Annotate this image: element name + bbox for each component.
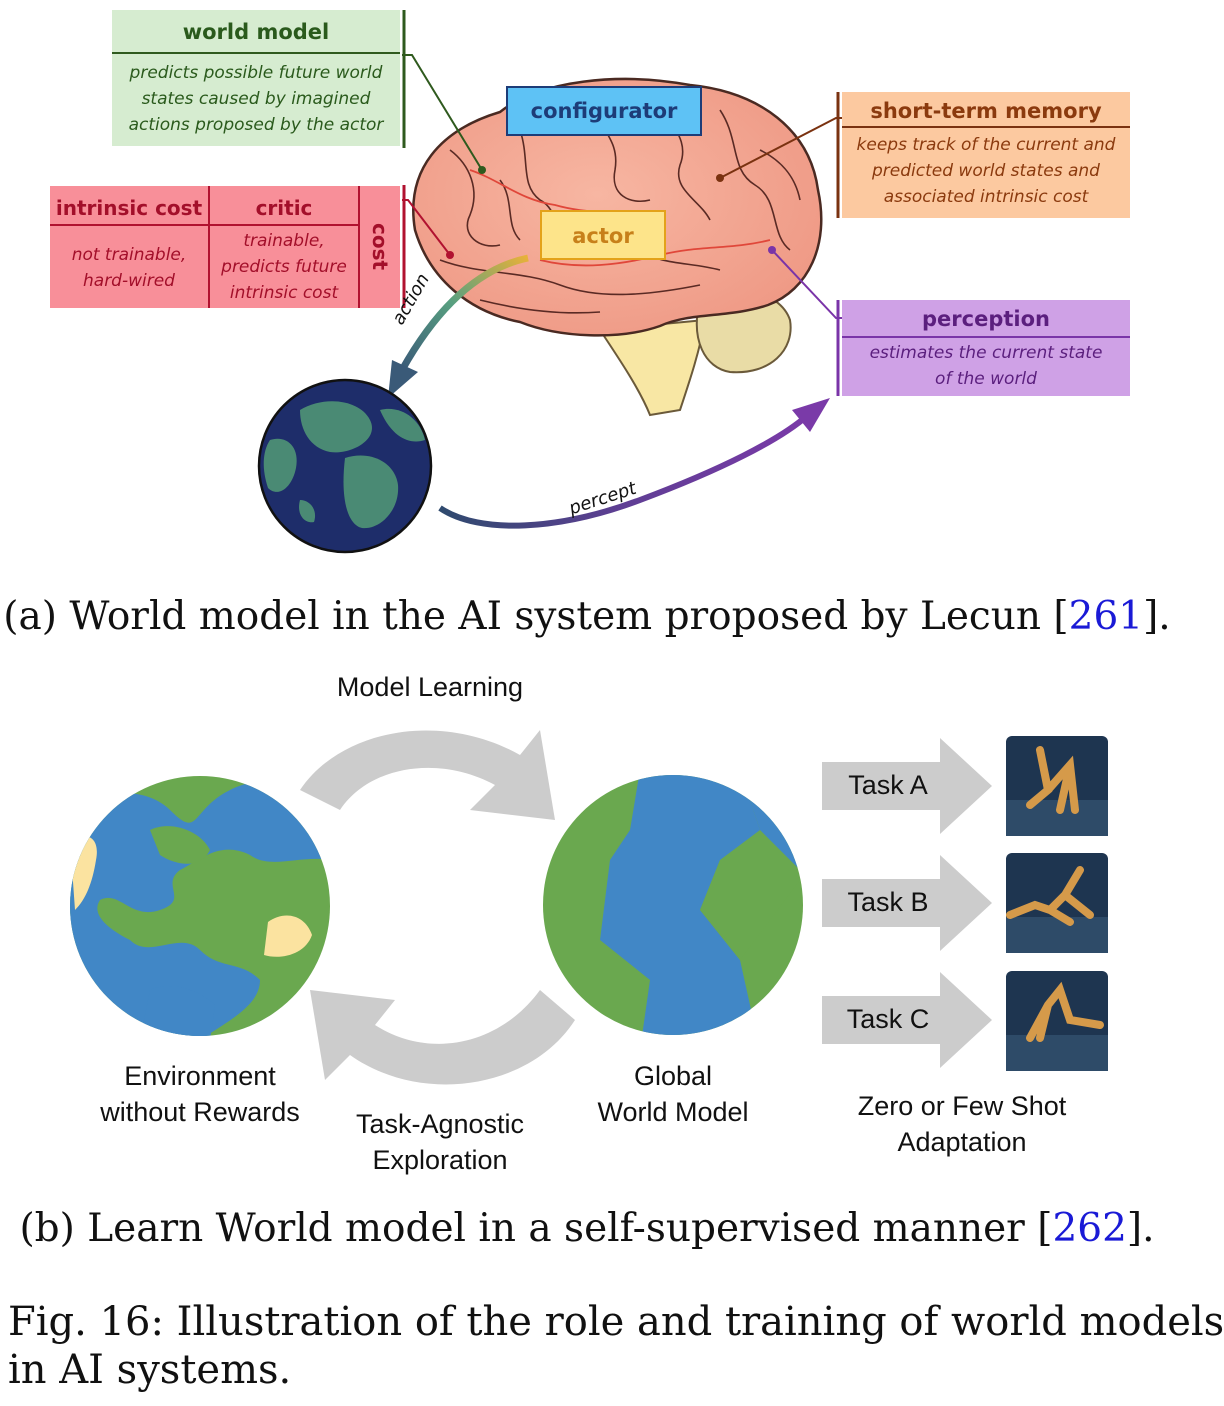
short-term-memory-desc: keeps track of the current and predicted…	[856, 135, 1116, 207]
task-c-label: Task C	[846, 1004, 930, 1034]
cost-box: intrinsic cost not trainable, hard-wired…	[50, 186, 400, 308]
task-c-thumbnail	[1006, 971, 1108, 1071]
caption-b-suffix: ].	[1126, 1206, 1155, 1251]
exploration-arrow	[310, 990, 575, 1085]
figure-caption: Fig. 16: Illustration of the role and tr…	[8, 1298, 1224, 1394]
environment-label: Environment without Rewards	[60, 1058, 340, 1130]
global-world-model-line1: Global	[633, 1061, 713, 1091]
actor-box: actor	[540, 210, 666, 260]
task-b-thumbnail	[1006, 853, 1108, 953]
task-a-label: Task A	[848, 770, 928, 800]
caption-a: (a) World model in the AI system propose…	[0, 594, 1174, 639]
action-arrowhead	[388, 360, 418, 398]
task-a-thumbnail	[1006, 736, 1108, 836]
intrinsic-cost-title: intrinsic cost	[50, 186, 208, 226]
ref-262-link[interactable]: 262	[1052, 1206, 1127, 1251]
model-learning-label: Model Learning	[336, 672, 524, 702]
perception-desc: estimates the current state of the world	[869, 343, 1103, 389]
brain-folds	[439, 99, 801, 314]
ref-261-link[interactable]: 261	[1068, 594, 1144, 639]
perception-title: perception	[842, 300, 1130, 338]
critic-title: critic	[210, 186, 358, 226]
configurator-box: configurator	[506, 86, 702, 136]
global-world-model-label: Global World Model	[533, 1058, 813, 1130]
task-arrows	[822, 738, 992, 1068]
caption-b: (b) Learn World model in a self-supervis…	[0, 1206, 1174, 1251]
exploration-label-line2: Exploration	[372, 1145, 508, 1175]
panel-a-graphics	[257, 10, 842, 554]
earth-globe	[257, 378, 433, 554]
world-model-title: world model	[112, 10, 400, 54]
model-learning-arrow	[300, 730, 555, 820]
perception-connector	[771, 249, 842, 319]
environment-label-line2: without Rewards	[100, 1097, 300, 1127]
short-term-memory-title: short-term memory	[842, 92, 1130, 128]
environment-globe	[70, 776, 330, 1036]
panel-b-graphics	[70, 730, 1108, 1085]
task-b-label: Task B	[847, 887, 929, 917]
percept-arrowhead	[792, 398, 830, 432]
exploration-label: Task-Agnostic Exploration	[300, 1106, 580, 1178]
caption-a-suffix: ].	[1143, 594, 1171, 639]
critic-desc: trainable, predicts future intrinsic cos…	[221, 231, 347, 303]
adaptation-label: Zero or Few Shot Adaptation	[822, 1088, 1102, 1160]
percept-arrow	[438, 412, 810, 529]
action-arrow	[398, 254, 529, 372]
intrinsic-cost-cell: intrinsic cost not trainable, hard-wired	[50, 186, 210, 308]
caption-b-prefix: (b) Learn World model in a self-supervis…	[19, 1206, 1053, 1251]
world-model-box: world model predicts possible future wor…	[112, 10, 400, 146]
intrinsic-cost-desc: not trainable, hard-wired	[71, 245, 187, 291]
adaptation-label-line2: Adaptation	[897, 1127, 1027, 1157]
environment-label-line1: Environment	[124, 1061, 276, 1091]
critic-cell: critic trainable, predicts future intrin…	[210, 186, 360, 308]
caption-a-prefix: (a) World model in the AI system propose…	[3, 594, 1069, 639]
figure-caption-line1: Fig. 16: Illustration of the role and tr…	[8, 1299, 1224, 1345]
global-world-model-line2: World Model	[597, 1097, 749, 1127]
short-term-memory-box: short-term memory keeps track of the cur…	[842, 92, 1130, 218]
cost-vertical-label: cost	[368, 223, 392, 271]
stm-connector	[719, 117, 842, 179]
global-world-model-globe	[543, 775, 803, 1035]
figure-caption-line2: in AI systems.	[8, 1347, 292, 1393]
exploration-label-line1: Task-Agnostic	[355, 1109, 525, 1139]
adaptation-label-line1: Zero or Few Shot	[857, 1091, 1067, 1121]
world-model-desc: predicts possible future world states ca…	[128, 63, 384, 135]
perception-box: perception estimates the current state o…	[842, 300, 1130, 396]
